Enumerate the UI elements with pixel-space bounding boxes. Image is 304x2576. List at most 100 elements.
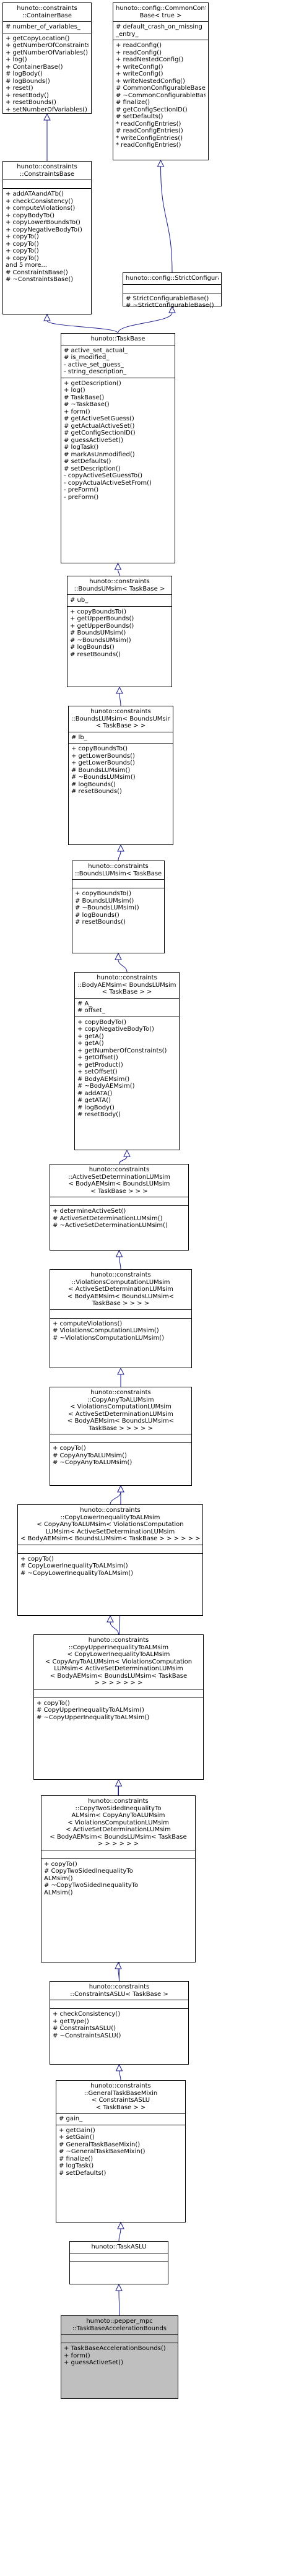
method-entry[interactable]: + getLowerBounds() bbox=[71, 760, 135, 766]
method-entry[interactable]: # markAsUnmodified() bbox=[64, 451, 135, 458]
method-entry[interactable]: # ~CopyAnyToALUMsim() bbox=[53, 1459, 132, 1466]
method-entry[interactable]: # getConfigSectionID() bbox=[64, 430, 136, 436]
method-entry[interactable]: # ~TaskBase() bbox=[64, 401, 110, 408]
method-entry[interactable]: + getOffset() bbox=[77, 1054, 118, 1061]
method-entry[interactable]: # ~BodyAEMsim() bbox=[77, 1083, 135, 1090]
method-entry[interactable]: + setOffset() bbox=[77, 1069, 118, 1075]
method-entry[interactable]: # ~CopyTwoSidedInequalityTo bbox=[44, 1882, 139, 1889]
method-entry[interactable]: # setDefaults() bbox=[64, 458, 111, 465]
method-entry[interactable]: + TaskBaseAccelerationBounds() bbox=[64, 2345, 166, 2352]
method-entry[interactable]: + getNumberOfConstraints() bbox=[77, 1047, 167, 1054]
method-entry[interactable]: # ConstraintsBase() bbox=[6, 269, 68, 276]
method-entry[interactable]: # ~CommonConfigurableBase() bbox=[116, 92, 206, 99]
method-entry[interactable]: + getLowerBounds() bbox=[71, 752, 135, 760]
class-box-hunoto-constraints-constraintsbase[interactable]: hunoto::constraints::ConstraintsBase+ ad… bbox=[2, 161, 92, 314]
method-entry[interactable]: and 5 more... bbox=[6, 262, 47, 269]
class-box-hunoto-constraints-copyupperinequalitytoalmsim-copylowerineq[interactable]: hunoto::constraints::CopyUpperInequality… bbox=[33, 1634, 204, 1780]
method-entry[interactable]: # ~BoundsLUMsim() bbox=[75, 904, 139, 911]
method-entry[interactable]: ALMsim() bbox=[44, 1889, 73, 1896]
method-entry[interactable]: # TaskBase() bbox=[64, 394, 105, 401]
method-entry[interactable]: # ViolationsComputationLUMsim() bbox=[53, 1327, 159, 1334]
method-entry[interactable]: # finalize() bbox=[116, 99, 150, 106]
method-entry[interactable]: # ~GeneralTaskBaseMixin() bbox=[59, 2148, 145, 2155]
method-entry[interactable]: + readConfig() bbox=[116, 42, 162, 49]
method-entry[interactable]: + getNumberOfVariables() bbox=[6, 49, 89, 56]
method-entry[interactable]: + copyLowerBoundsTo() bbox=[6, 219, 80, 226]
method-entry[interactable]: + getProduct() bbox=[77, 1061, 123, 1069]
class-box-hunoto-constraints-containerbase[interactable]: hunoto::constraints::ContainerBase# numb… bbox=[2, 2, 92, 114]
method-entry[interactable]: - preForm() bbox=[64, 493, 99, 501]
method-entry[interactable]: # logBounds() bbox=[6, 77, 50, 85]
method-entry[interactable]: + getDescription() bbox=[64, 379, 121, 387]
method-entry[interactable]: # BodyAEMsim() bbox=[77, 1075, 130, 1083]
method-entry[interactable]: # resetBody() bbox=[77, 1111, 121, 1118]
method-entry[interactable]: # logBody() bbox=[6, 71, 43, 77]
method-entry[interactable]: # ~CopyLowerInequalityToALMsim() bbox=[20, 1569, 134, 1577]
method-entry[interactable]: # CopyAnyToALUMsim() bbox=[53, 1452, 127, 1459]
method-entry[interactable]: + getA() bbox=[77, 1040, 104, 1047]
method-entry[interactable]: + copyTo() bbox=[37, 1699, 70, 1707]
method-entry[interactable]: + writeConfig() bbox=[116, 71, 163, 77]
method-entry[interactable]: + form() bbox=[64, 408, 90, 415]
method-entry[interactable]: + getCopyLocation() bbox=[6, 35, 70, 42]
method-entry[interactable]: # setDefaults() bbox=[116, 113, 163, 120]
method-entry[interactable]: + reset() bbox=[6, 85, 33, 92]
method-entry[interactable]: # StrictConfigurableBase() bbox=[126, 295, 209, 302]
method-entry[interactable]: # ~ViolationsComputationLUMsim() bbox=[53, 1334, 165, 1342]
class-box-hunoto-constraints-copylowerinequalitytoalmsim-copyanytoalum[interactable]: hunoto::constraints::CopyLowerInequality… bbox=[17, 1504, 203, 1616]
method-entry[interactable]: # ~ConstraintsASLU() bbox=[53, 2032, 121, 2039]
method-entry[interactable]: + copyBoundsTo() bbox=[70, 608, 126, 615]
method-entry[interactable]: + setGain() bbox=[59, 2134, 95, 2141]
method-entry[interactable]: + copyBodyTo() bbox=[77, 1018, 127, 1026]
method-entry[interactable]: # ~CopyUpperInequalityToALMsim() bbox=[37, 1714, 150, 1721]
class-box-hunoto-constraints-activesetdeterminationlumsim-bodyaemsim-b[interactable]: hunoto::constraints::ActiveSetDeterminat… bbox=[50, 1164, 189, 1251]
method-entry[interactable]: * readConfigEntries() bbox=[116, 120, 181, 128]
method-entry[interactable]: + computeViolations() bbox=[6, 205, 76, 212]
method-entry[interactable]: + copyTo() bbox=[6, 254, 39, 262]
method-entry[interactable]: # setDescription() bbox=[64, 465, 121, 472]
method-entry[interactable]: + copyBoundsTo() bbox=[75, 890, 131, 897]
class-box-hunoto-constraints-bodyaemsim-boundslumsim-taskbase[interactable]: hunoto::constraints::BodyAEMsim< BoundsL… bbox=[74, 972, 180, 1150]
method-entry[interactable]: # resetBounds() bbox=[71, 788, 122, 795]
method-entry[interactable]: + resetBody() bbox=[6, 92, 49, 99]
class-box-hunoto-constraints-generaltaskbasemixin-constraintsaslu-task[interactable]: hunoto::constraints::GeneralTaskBaseMixi… bbox=[56, 2080, 186, 2223]
method-entry[interactable]: # ~BoundsUMsim() bbox=[70, 636, 131, 644]
method-entry[interactable]: + log() bbox=[64, 387, 85, 394]
method-entry[interactable]: + copyBoundsTo() bbox=[71, 745, 128, 752]
method-entry[interactable]: # logTask() bbox=[64, 444, 99, 451]
method-entry[interactable]: # CopyLowerInequalityToALMsim() bbox=[20, 1563, 128, 1569]
method-entry[interactable]: + ContainerBase() bbox=[6, 63, 63, 71]
method-entry[interactable]: + getGain() bbox=[59, 2127, 95, 2134]
method-entry[interactable]: + readNestedConfig() bbox=[116, 56, 184, 63]
method-entry[interactable]: + log() bbox=[6, 56, 27, 63]
class-box-hunoto-config-commonconfigurable-base-true[interactable]: hunoto::config::CommonConfigurableBase< … bbox=[113, 2, 209, 160]
method-entry[interactable]: # logBounds() bbox=[75, 911, 119, 919]
method-entry[interactable]: * writeConfigEntries() bbox=[116, 134, 183, 142]
class-box-humoto-pepper-mpc-taskbaseaccelerationbounds[interactable]: humoto::pepper_mpc::TaskBaseAcceleration… bbox=[61, 2315, 178, 2399]
method-entry[interactable]: + writeNestedConfig() bbox=[116, 77, 185, 85]
method-entry[interactable]: # CopyTwoSidedInequalityTo bbox=[44, 1868, 133, 1875]
method-entry[interactable]: # finalize() bbox=[59, 2155, 93, 2162]
method-entry[interactable]: * readConfigEntries() bbox=[116, 142, 181, 149]
class-box-hunoto-taskaslu[interactable]: hunoto::TaskASLU bbox=[69, 2241, 168, 2284]
class-box-hunoto-taskbase[interactable]: hunoto::TaskBase# active_set_actual_# is… bbox=[61, 333, 175, 563]
class-box-hunoto-constraints-copyanytoalumsim-violationscomputationlum[interactable]: hunoto::constraints::CopyAnyToALUMsim< V… bbox=[50, 1387, 192, 1486]
method-entry[interactable]: # CopyUpperInequalityToALMsim() bbox=[37, 1707, 144, 1714]
method-entry[interactable]: # GeneralTaskBaseMixin() bbox=[59, 2141, 141, 2148]
method-entry[interactable]: + form() bbox=[64, 2352, 90, 2359]
method-entry[interactable]: + getType() bbox=[53, 2018, 89, 2025]
method-entry[interactable]: # resetBounds() bbox=[70, 651, 121, 658]
method-entry[interactable]: # BoundsLUMsim() bbox=[71, 766, 131, 774]
method-entry[interactable]: + getUpperBounds() bbox=[70, 622, 134, 630]
method-entry[interactable]: # getActiveSetGuess() bbox=[64, 415, 134, 422]
class-box-hunoto-constraints-boundslumsim-taskbase[interactable]: hunoto::constraints::BoundsLUMsim< TaskB… bbox=[72, 861, 165, 953]
method-entry[interactable]: # getConfigSectionID() bbox=[116, 106, 188, 113]
method-entry[interactable]: + getUpperBounds() bbox=[70, 615, 134, 622]
class-box-hunoto-constraints-constraintsaslu-taskbase[interactable]: hunoto::constraints::ConstraintsASLU< Ta… bbox=[50, 1981, 189, 2065]
method-entry[interactable]: + addATAandATb() bbox=[6, 191, 64, 197]
method-entry[interactable]: + readConfig() bbox=[116, 49, 162, 56]
class-box-hunoto-constraints-copytwosidedinequalityto-almsim-copyanyto[interactable]: hunoto::constraints::CopyTwoSidedInequal… bbox=[41, 1795, 196, 1962]
method-entry[interactable]: + copyTo() bbox=[20, 1555, 54, 1563]
method-entry[interactable]: # logTask() bbox=[59, 2162, 94, 2169]
method-entry[interactable]: # ~StrictConfigurableBase() bbox=[126, 302, 214, 309]
